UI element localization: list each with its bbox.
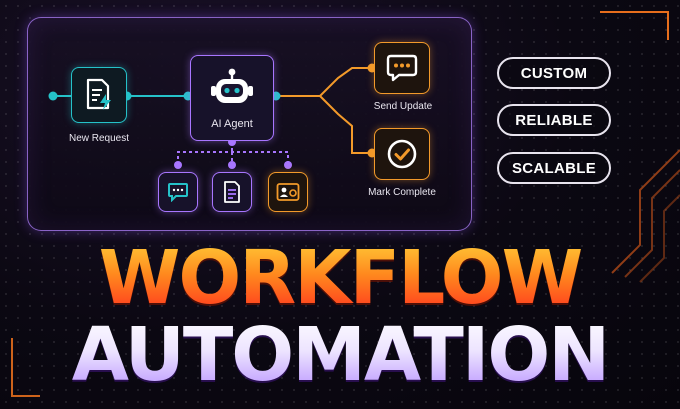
check-circle-icon [387, 139, 417, 169]
headline-automation: AUTOMATION [0, 313, 680, 397]
document-lightning-icon [86, 78, 111, 110]
robot-icon [211, 68, 253, 103]
headline-workflow: WORKFLOW [0, 236, 680, 320]
message-bubble-icon [386, 54, 418, 82]
mark-complete-label: Mark Complete [368, 187, 436, 198]
mark-complete-node [374, 128, 430, 180]
chat-icon [168, 183, 188, 202]
tool-node-chat [158, 172, 198, 212]
new-request-node [71, 67, 127, 123]
document-icon [224, 181, 240, 203]
badge-reliable: RELIABLE [497, 104, 611, 136]
ai-agent-label: AI Agent [211, 118, 253, 130]
send-update-node [374, 42, 430, 94]
send-update-label: Send Update [373, 101, 433, 112]
tool-node-id-card [268, 172, 308, 212]
badge-scalable: SCALABLE [497, 152, 611, 184]
id-card-icon [276, 183, 300, 201]
ai-agent-node [190, 55, 274, 141]
new-request-label: New Request [68, 133, 130, 144]
tool-node-document [212, 172, 252, 212]
badge-custom: CUSTOM [497, 57, 611, 89]
